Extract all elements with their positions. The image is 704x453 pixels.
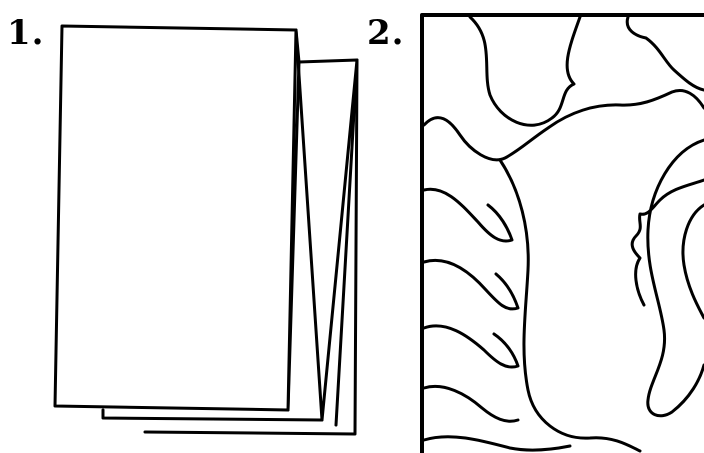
zigzag-fold-edge [296, 30, 357, 425]
panel-frame [422, 15, 704, 453]
folded-paper-stack [55, 26, 357, 434]
middle-sheet-outline [103, 410, 322, 420]
cut-pattern-panel [422, 15, 704, 453]
front-sheet [55, 26, 296, 410]
